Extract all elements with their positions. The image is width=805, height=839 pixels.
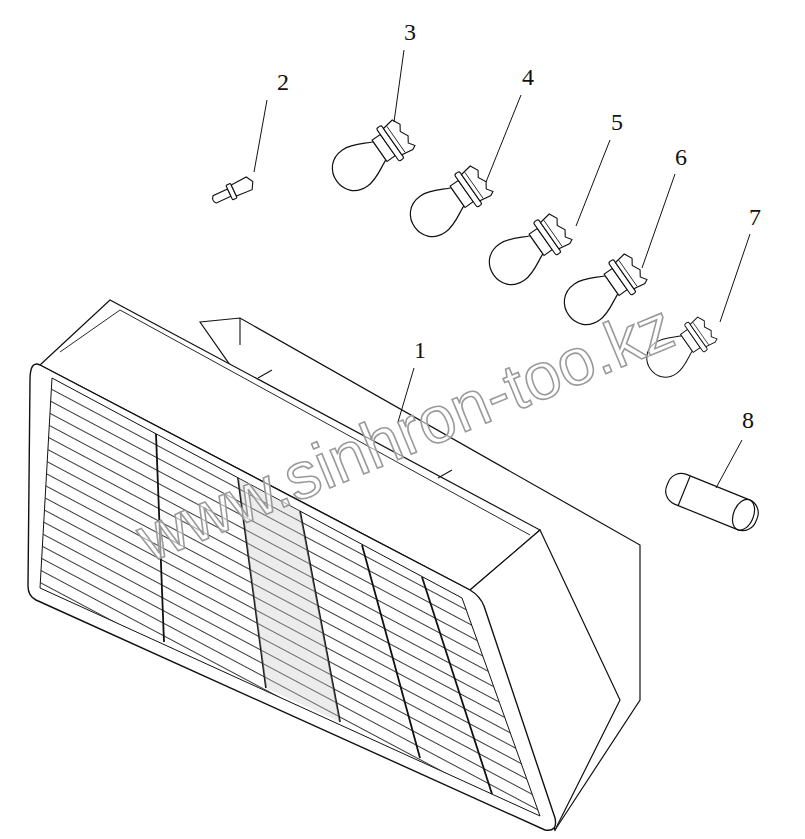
callout-number: 6	[675, 145, 687, 169]
callout-number: 8	[742, 408, 754, 432]
callout-number: 5	[611, 110, 623, 134]
callout-number: 7	[749, 205, 761, 229]
callout-number: 1	[414, 338, 426, 362]
callout-number: 3	[404, 20, 416, 44]
callout-number: 2	[277, 70, 289, 94]
callout-number: 4	[522, 65, 534, 89]
